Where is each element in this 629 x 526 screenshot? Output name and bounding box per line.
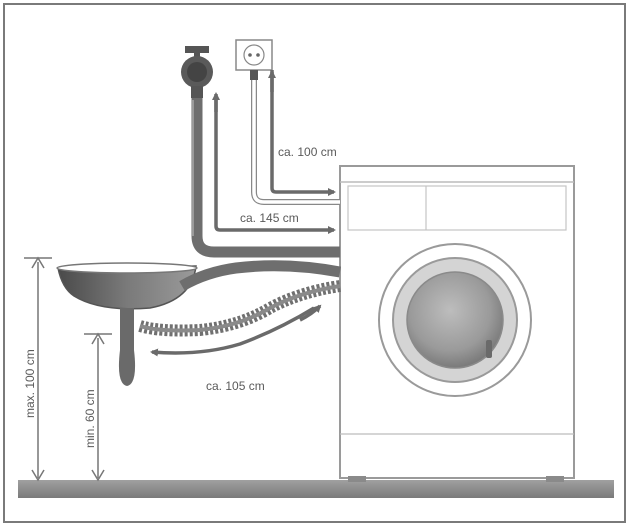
inlet-hose-label: ca. 145 cm	[240, 211, 299, 225]
drain-trap	[118, 350, 136, 386]
door-handle	[486, 340, 492, 358]
machine-foot-left	[348, 476, 366, 482]
socket-ring	[243, 44, 265, 66]
control-panel	[347, 185, 567, 231]
tap-valve-inner	[187, 62, 207, 82]
drain-pipe	[120, 308, 134, 350]
drain-hose-label: ca. 105 cm	[206, 379, 265, 393]
power-cable-arrow	[270, 70, 336, 196]
min-height-label: min. 60 cm	[83, 389, 97, 448]
tap-handle	[185, 46, 209, 53]
max-height-label: max. 100 cm	[23, 349, 37, 418]
drain-hose-top	[179, 260, 342, 291]
power-cable	[252, 80, 340, 204]
sink-rim	[56, 262, 198, 274]
drain-hose-core	[139, 284, 341, 333]
min-height-arrow-bottom	[91, 469, 105, 482]
drain-hose-arrow-left	[150, 306, 315, 357]
max-height-arrow-bottom	[31, 469, 45, 482]
socket-pin-left	[248, 53, 252, 57]
min-height-arrow-top	[91, 332, 105, 345]
washing-machine	[339, 165, 575, 482]
socket-pin-right	[256, 53, 260, 57]
door-glass	[406, 271, 504, 369]
inlet-hose-arrow	[214, 96, 336, 234]
power-cable-label: ca. 100 cm	[278, 145, 337, 159]
floor	[18, 480, 614, 498]
drain-hose-arrow-right	[299, 304, 322, 322]
power-plug	[250, 70, 258, 80]
power-socket-icon	[235, 39, 273, 80]
tap-outlet	[191, 86, 203, 98]
inlet-hose	[191, 98, 340, 258]
machine-foot-right	[546, 476, 564, 482]
water-tap-icon	[181, 46, 213, 98]
max-height-arrow-top	[31, 256, 45, 269]
sink	[56, 262, 198, 386]
